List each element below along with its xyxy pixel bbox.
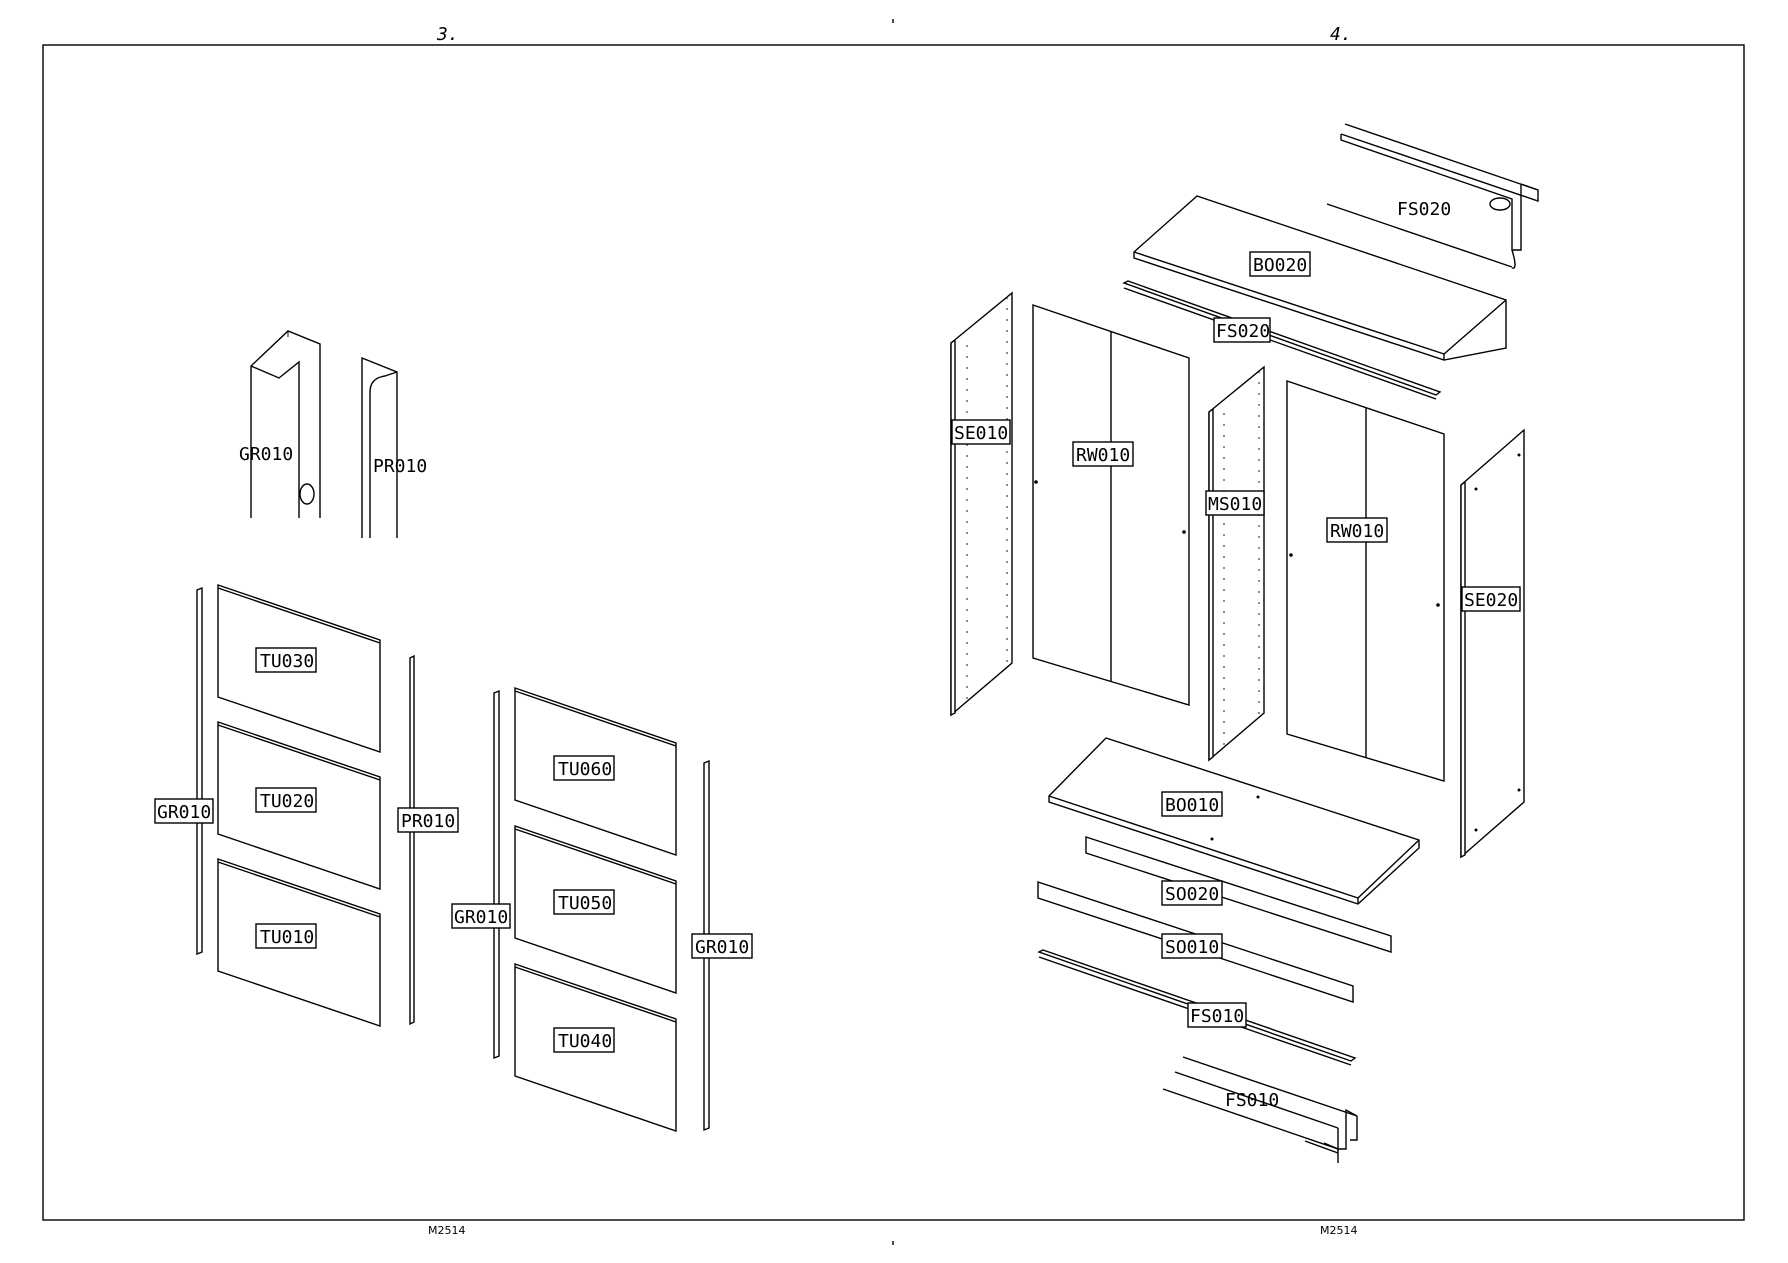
label-box-so020 [1161,880,1223,906]
label-box-fs020 [1213,317,1271,343]
plinth-so020 [1085,836,1392,953]
model-code-left: M2514 [428,1224,466,1237]
profile-label-gr010: GR010 [239,444,293,465]
panel-label-tu010: TU010 [260,927,314,948]
label-box-rw010-b [1326,517,1388,543]
back-wall-rw010-right [1286,380,1445,782]
rw010-right-label: RW010 [1330,521,1384,542]
label-box-bo020 [1249,251,1311,277]
panel-label-tu040: TU040 [558,1031,612,1052]
fs020-top-label: FS020 [1397,199,1451,220]
label-box-bo010 [1161,791,1223,817]
fs010-front-label: FS010 [1190,1006,1244,1027]
drawing-frame [42,44,1745,1221]
bottom-profile-fs010 [1162,1056,1358,1163]
fs010-bottom-label: FS010 [1225,1090,1279,1111]
page-number-right: 4. [1330,24,1352,45]
handle-profile-pr010 [361,356,398,538]
bottom-board-bo010 [1048,737,1420,905]
se010-label: SE010 [954,423,1008,444]
label-box-pr010 [397,807,459,833]
label-box-tu030 [255,647,317,673]
panel-label-tu060: TU060 [558,759,612,780]
se020-label: SE020 [1464,590,1518,611]
fs020-front-label: FS020 [1216,321,1270,342]
label-box-so010 [1161,933,1223,959]
front-rail-fs020 [1122,280,1442,400]
top-board-bo020 [1133,195,1507,361]
bo010-label: BO010 [1165,795,1219,816]
label-box-gr010-c [691,933,753,959]
label-box-tu010 [255,923,317,949]
rail-left-label-1: GR010 [157,802,211,823]
middle-panel-ms010 [1208,365,1265,762]
label-box-tu050 [553,889,615,915]
rw010-left-label: RW010 [1076,445,1130,466]
label-box-gr010-a [154,798,214,824]
label-box-fs010 [1187,1002,1247,1028]
rail-left-label-2: GR010 [454,907,508,928]
label-box-se020 [1461,586,1521,612]
page-number-left: 3. [436,24,459,45]
label-box-se010 [951,419,1011,445]
bo020-label: BO020 [1253,255,1307,276]
ms010-label: MS010 [1208,494,1262,515]
side-panel-se020 [1460,428,1525,859]
model-code-right: M2514 [1320,1224,1358,1237]
top-profile-fs020 [1326,123,1539,269]
panel-label-tu020: TU020 [260,791,314,812]
label-box-rw010-a [1072,441,1134,467]
label-box-tu060 [553,755,615,781]
rail-right-label-2: GR010 [695,937,749,958]
label-box-tu040 [553,1027,615,1053]
so020-label: SO020 [1165,884,1219,905]
panel-label-tu030: TU030 [260,651,314,672]
rail-right-label-1: PR010 [401,811,455,832]
label-box-tu020 [255,787,317,813]
handle-profile-gr010 [250,330,321,518]
panel-label-tu050: TU050 [558,893,612,914]
side-panel-se010 [950,291,1013,717]
back-wall-rw010-left [1032,304,1190,706]
so010-label: SO010 [1165,937,1219,958]
profile-label-pr010: PR010 [373,456,427,477]
label-box-gr010-b [451,903,511,929]
label-box-ms010 [1205,490,1265,516]
